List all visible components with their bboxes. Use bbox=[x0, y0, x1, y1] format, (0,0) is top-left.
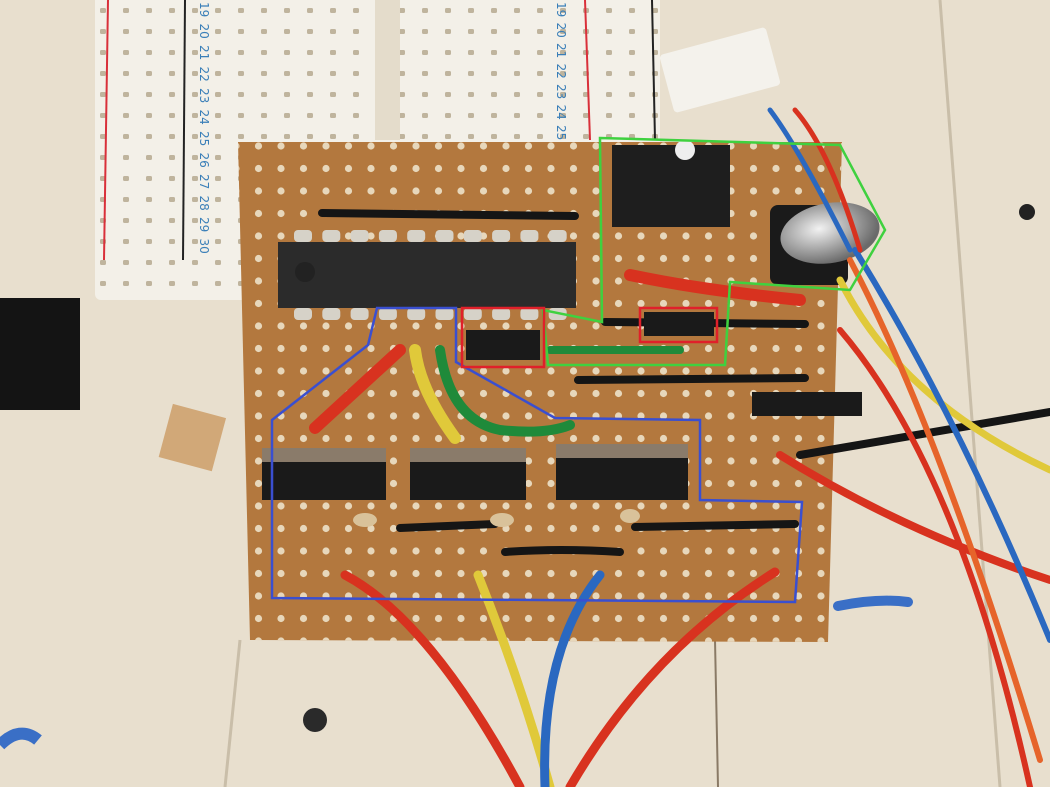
row-number-label: 25 bbox=[197, 131, 211, 146]
row-number-label: 22 bbox=[197, 67, 211, 82]
red-header-outline bbox=[638, 306, 719, 344]
chip-pin bbox=[294, 308, 312, 320]
pin-header bbox=[752, 392, 862, 416]
table-seam bbox=[223, 639, 242, 787]
row-number-label: 19 bbox=[554, 2, 568, 17]
row-number-label: 20 bbox=[197, 24, 211, 39]
row-number-label: 24 bbox=[197, 110, 211, 125]
ground-rail-line bbox=[182, 0, 186, 261]
row-number-label: 30 bbox=[197, 239, 211, 254]
chip-pin bbox=[294, 230, 312, 242]
green-region-outline bbox=[541, 136, 887, 367]
screw-hole bbox=[1019, 204, 1035, 220]
chip-pin bbox=[492, 230, 511, 242]
voltage-regulator bbox=[612, 145, 730, 227]
left-row-numbers: 19 20 21 22 23 24 25 26 27 28 29 30 bbox=[197, 2, 211, 254]
chip-pin bbox=[350, 308, 369, 320]
chip-pin bbox=[520, 308, 539, 320]
chip-pin bbox=[407, 308, 426, 320]
row-number-label: 23 bbox=[197, 88, 211, 103]
table-seam bbox=[938, 0, 1002, 787]
chip-pin bbox=[520, 230, 539, 242]
row-number-label: 25 bbox=[554, 125, 568, 140]
chip-pin bbox=[407, 230, 426, 242]
table-seam bbox=[714, 639, 719, 787]
chip-pin bbox=[322, 308, 341, 320]
right-row-numbers: 19 20 21 22 23 24 25 bbox=[554, 2, 568, 140]
chip-pin bbox=[463, 230, 482, 242]
microcontroller-chip bbox=[278, 230, 576, 320]
transistors bbox=[262, 444, 688, 500]
center-channel bbox=[375, 0, 400, 140]
row-number-label: 23 bbox=[554, 84, 568, 99]
row-number-label: 28 bbox=[197, 196, 211, 211]
chip-pin bbox=[350, 230, 369, 242]
chip-pin bbox=[492, 308, 511, 320]
chip-pin bbox=[435, 230, 454, 242]
screw-hole bbox=[303, 708, 327, 732]
row-number-label: 29 bbox=[197, 217, 211, 232]
row-number-label: 19 bbox=[197, 2, 211, 17]
row-number-label: 27 bbox=[197, 174, 211, 189]
colored-wires bbox=[309, 107, 1050, 787]
pin-header bbox=[644, 312, 714, 336]
resistors bbox=[353, 509, 640, 527]
power-rail-line bbox=[103, 0, 109, 261]
row-number-label: 22 bbox=[554, 64, 568, 79]
blue-marker-mark bbox=[0, 727, 42, 750]
chip-pin bbox=[548, 230, 567, 242]
chip-pin bbox=[463, 308, 482, 320]
chip-pin bbox=[322, 230, 341, 242]
regulator-tab-hole bbox=[675, 140, 695, 160]
power-rail-line bbox=[584, 0, 591, 141]
red-header-outline bbox=[460, 306, 546, 369]
row-number-label: 24 bbox=[554, 105, 568, 120]
chip-pin bbox=[378, 308, 397, 320]
pin-header bbox=[466, 330, 540, 360]
black-tape bbox=[0, 298, 80, 410]
row-number-label: 26 bbox=[197, 153, 211, 168]
white-connector bbox=[660, 27, 780, 113]
blue-region-outline bbox=[270, 306, 804, 604]
blue-marker-mark bbox=[833, 595, 913, 611]
row-number-label: 20 bbox=[554, 23, 568, 38]
chip-pin bbox=[435, 308, 454, 320]
chip-pin bbox=[378, 230, 397, 242]
ground-rail-line bbox=[651, 0, 656, 141]
wood-chip bbox=[158, 403, 227, 472]
row-number-label: 21 bbox=[197, 45, 211, 60]
black-jumper-wires bbox=[318, 209, 809, 556]
row-number-label: 21 bbox=[554, 43, 568, 58]
